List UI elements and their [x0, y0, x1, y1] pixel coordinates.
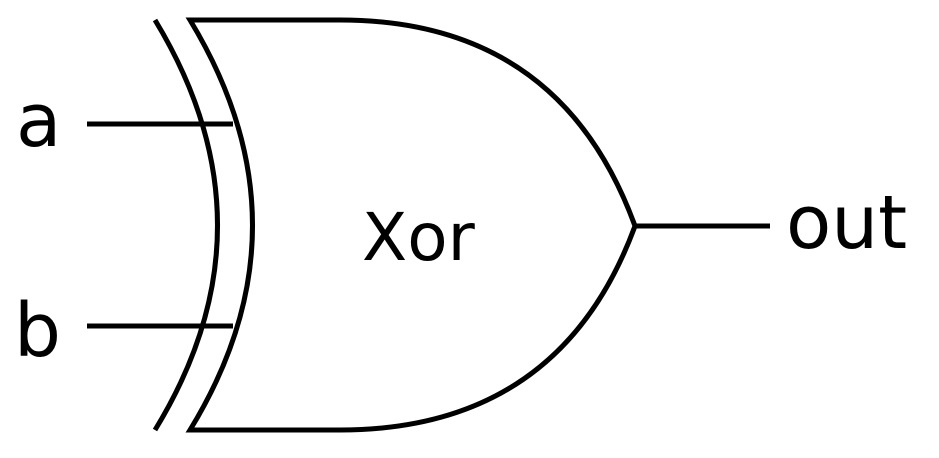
xor-back-curve [152, 18, 220, 432]
xor-gate-body [185, 17, 638, 433]
gate-type-label: Xor [362, 199, 476, 276]
input-label-a: a [16, 78, 61, 164]
input-label-b: b [14, 288, 61, 374]
output-label: out [786, 180, 907, 266]
